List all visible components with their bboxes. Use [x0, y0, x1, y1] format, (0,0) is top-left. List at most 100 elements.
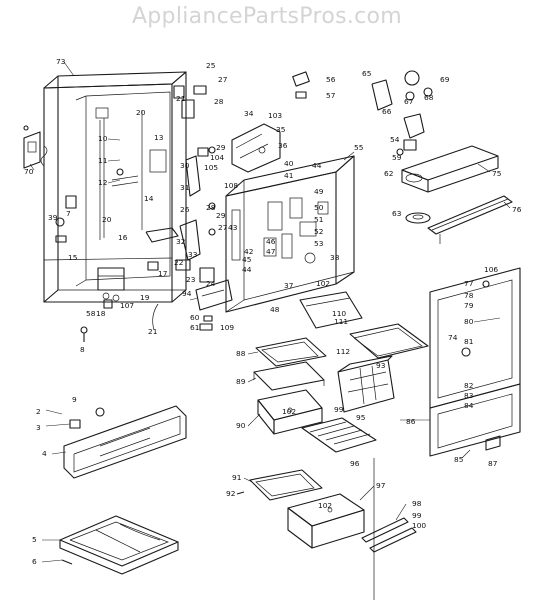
leader-lines	[29, 61, 511, 563]
part-label-47: 47	[266, 247, 276, 256]
part-label-83: 83	[464, 391, 474, 400]
part-label-93: 93	[376, 361, 386, 370]
control-housing-103	[231, 123, 281, 173]
drip-pan-5	[59, 515, 179, 575]
screw-92	[236, 491, 245, 495]
part-label-89: 89	[236, 377, 246, 386]
door-bin-4	[63, 405, 187, 479]
part-label-86: 86	[406, 417, 416, 426]
part-label-25: 25	[206, 61, 216, 70]
part-label-76: 76	[512, 205, 522, 214]
part-number-labels: 73 70 10 11 12 13 14 15 16 17 18 19 20 2…	[24, 57, 522, 566]
part-label-28b: 28	[206, 203, 216, 212]
part-label-35: 35	[276, 125, 286, 134]
part-label-10: 10	[98, 134, 108, 143]
part-label-13: 13	[154, 133, 164, 142]
relay-assembly-16	[97, 267, 125, 302]
bracket-94	[195, 279, 233, 311]
part-label-99b: 99	[412, 511, 422, 520]
part-label-62: 62	[384, 169, 393, 178]
part-label-102c: 102	[318, 501, 332, 510]
part-label-48: 48	[270, 305, 280, 314]
part-label-50: 50	[314, 203, 324, 212]
part-label-16: 16	[118, 233, 128, 242]
meat-pan-90	[257, 389, 323, 435]
part-label-20a: 20	[136, 108, 146, 117]
part-label-20b: 20	[102, 215, 112, 224]
cabinet-outer-shell	[43, 71, 187, 303]
part-label-104: 104	[210, 153, 224, 162]
part-label-40: 40	[284, 159, 294, 168]
part-label-82: 82	[464, 381, 473, 390]
part-label-2: 2	[36, 407, 41, 416]
part-label-43: 43	[228, 223, 238, 232]
part-label-33: 33	[188, 250, 198, 259]
part-label-96: 96	[350, 459, 360, 468]
part-label-41: 41	[284, 171, 294, 180]
part-label-23: 23	[186, 275, 196, 284]
part-label-49: 49	[314, 187, 324, 196]
part-label-52: 52	[314, 227, 323, 236]
part-label-66: 66	[382, 107, 392, 116]
part-label-29b: 29	[216, 211, 226, 220]
part-label-39: 39	[48, 213, 58, 222]
small-clips-60-61	[199, 315, 213, 331]
part-label-3: 3	[36, 423, 41, 432]
part-label-18: 18	[96, 309, 106, 318]
part-label-73: 73	[56, 57, 66, 66]
part-label-7: 7	[66, 209, 71, 218]
small-fasteners-left	[23, 125, 124, 342]
part-label-105: 105	[204, 163, 218, 172]
part-label-67: 67	[404, 97, 414, 106]
watermark: AppliancePartsPros.com	[131, 4, 403, 29]
part-label-79: 79	[464, 301, 474, 310]
part-label-26: 26	[180, 205, 190, 214]
part-label-27b: 27	[218, 223, 228, 232]
fresh-food-door-panel	[429, 383, 521, 457]
part-label-8: 8	[80, 345, 85, 354]
part-label-63: 63	[392, 209, 402, 218]
part-label-81: 81	[464, 337, 474, 346]
part-label-22: 22	[174, 258, 183, 267]
part-label-106: 106	[484, 265, 498, 274]
part-label-42: 42	[244, 247, 253, 256]
part-label-91: 91	[232, 473, 242, 482]
part-label-98: 98	[412, 499, 422, 508]
part-label-9: 9	[72, 395, 77, 404]
part-label-102a: 102	[316, 279, 330, 288]
part-label-44a: 44	[312, 161, 322, 170]
drain-tube-76	[427, 195, 513, 244]
part-label-5: 5	[32, 535, 37, 544]
part-label-6: 6	[32, 557, 37, 566]
part-label-107: 107	[120, 301, 134, 310]
part-label-111: 111	[334, 317, 348, 326]
hinge-bracket-column	[145, 85, 216, 283]
part-label-15: 15	[68, 253, 78, 262]
air-duct-cover-75	[401, 145, 499, 193]
part-label-87: 87	[488, 459, 498, 468]
part-label-84: 84	[464, 401, 474, 410]
part-label-65: 65	[362, 69, 372, 78]
part-label-57: 57	[326, 91, 336, 100]
part-label-95: 95	[356, 413, 366, 422]
part-label-34: 34	[244, 109, 254, 118]
part-label-54: 54	[390, 135, 400, 144]
part-label-38: 38	[330, 253, 340, 262]
part-label-17: 17	[158, 269, 168, 278]
fan-blade-63	[405, 212, 431, 224]
part-label-56: 56	[326, 75, 336, 84]
part-label-28a: 28	[214, 97, 224, 106]
damper-control-assembly	[292, 70, 433, 156]
part-label-68: 68	[424, 93, 434, 102]
part-label-27a: 27	[218, 75, 228, 84]
part-label-99a: 99	[334, 405, 344, 414]
part-label-21a: 21	[176, 94, 186, 103]
part-label-24: 24	[206, 279, 216, 288]
part-label-74: 74	[448, 333, 458, 342]
part-label-61: 61	[190, 323, 200, 332]
part-label-29a: 29	[216, 143, 226, 152]
part-label-12: 12	[98, 178, 107, 187]
slide-rail-98	[361, 517, 417, 553]
mounting-bracket-70	[23, 131, 48, 169]
part-label-44b: 44	[242, 265, 252, 274]
